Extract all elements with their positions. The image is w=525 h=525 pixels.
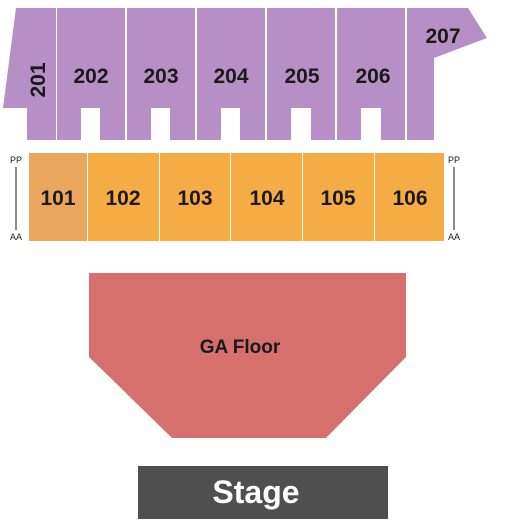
section-205-label: 205	[284, 65, 319, 88]
lower-level: 101 102 103 104 105 106	[29, 153, 444, 241]
section-206-label: 206	[355, 65, 390, 88]
section-206[interactable]	[337, 8, 405, 140]
section-207[interactable]	[407, 8, 487, 140]
section-202[interactable]	[57, 8, 125, 140]
ga-floor-label: GA Floor	[200, 337, 281, 358]
section-204[interactable]	[197, 8, 265, 140]
row-label-right-bottom: AA	[448, 232, 460, 242]
row-label-left-top: PP	[10, 155, 22, 165]
row-markers: PP AA PP AA	[10, 155, 460, 242]
stage-block	[138, 466, 388, 519]
ga-floor-area[interactable]	[89, 273, 406, 438]
section-201[interactable]	[3, 8, 56, 140]
section-201-label: 201	[27, 62, 50, 97]
section-203[interactable]	[127, 8, 195, 140]
section-103-label: 103	[177, 187, 212, 210]
section-204-label: 204	[213, 65, 248, 88]
section-102-label: 102	[105, 187, 140, 210]
section-106-label: 106	[392, 187, 427, 210]
section-102[interactable]	[88, 153, 159, 241]
section-101[interactable]	[29, 153, 87, 241]
section-105[interactable]	[303, 153, 374, 241]
section-205[interactable]	[267, 8, 335, 140]
ga-floor: GA Floor	[89, 273, 406, 438]
section-202-label: 202	[73, 65, 108, 88]
stage-label: Stage	[212, 474, 299, 510]
stage: Stage	[138, 466, 388, 519]
row-label-left-bottom: AA	[10, 232, 22, 242]
section-101-label: 101	[40, 187, 75, 210]
section-106[interactable]	[375, 153, 444, 241]
section-104[interactable]	[231, 153, 302, 241]
row-label-right-top: PP	[448, 155, 460, 165]
section-104-label: 104	[249, 187, 284, 210]
section-203-label: 203	[143, 65, 178, 88]
section-207-label: 207	[425, 25, 460, 48]
section-103[interactable]	[160, 153, 230, 241]
upper-level: 201 202 203 204 205 206 207	[3, 8, 487, 140]
section-105-label: 105	[320, 187, 355, 210]
